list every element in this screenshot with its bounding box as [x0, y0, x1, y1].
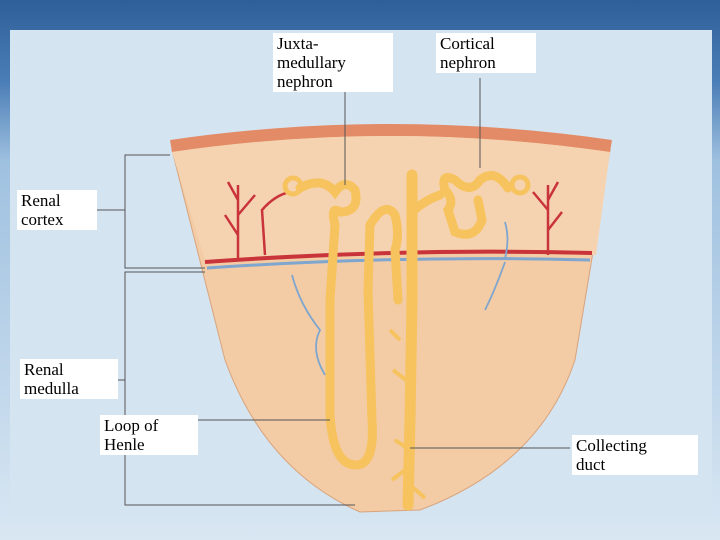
label-renal-medulla: Renal medulla	[20, 359, 118, 399]
label-cortical-nephron: Cortical nephron	[436, 33, 536, 73]
label-loop-of-henle: Loop of Henle	[100, 415, 198, 455]
label-juxtamedullary-nephron: Juxta- medullary nephron	[273, 33, 393, 92]
label-collecting-duct: Collecting duct	[572, 435, 698, 475]
collecting-duct	[408, 175, 412, 505]
label-renal-cortex: Renal cortex	[17, 190, 97, 230]
